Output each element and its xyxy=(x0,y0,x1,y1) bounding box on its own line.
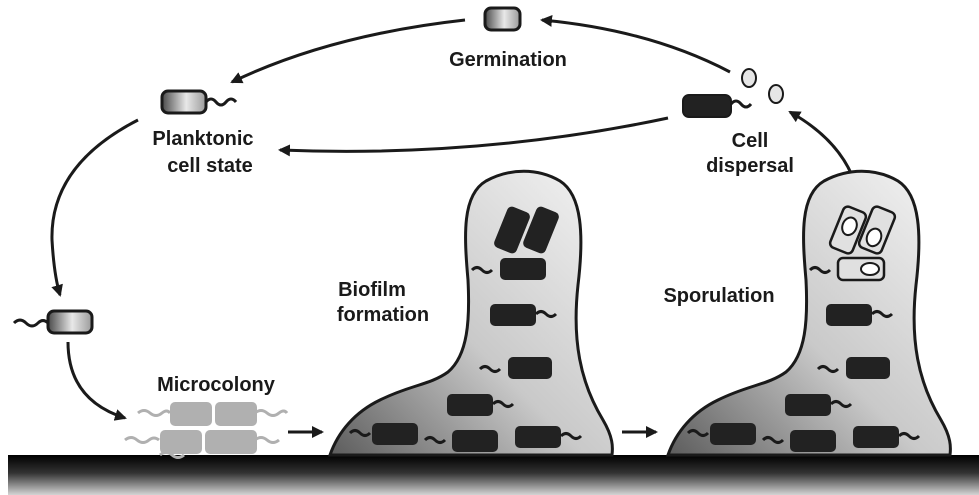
germination-label: Germination xyxy=(449,49,567,71)
biofilm-label-line1: Biofilm xyxy=(338,279,406,301)
biofilm-label-line2: formation xyxy=(337,304,429,326)
dispersal-cell-icon xyxy=(683,95,751,117)
arrow-planktonic-to-attached-icon xyxy=(52,120,138,295)
spore-icon xyxy=(769,85,783,103)
flagellum-icon xyxy=(731,101,751,107)
cell-dispersal-label-line2: dispersal xyxy=(706,155,794,177)
microcolony-label: Microcolony xyxy=(157,374,276,396)
microcolony-cell-bodies xyxy=(160,402,257,454)
planktonic-cell-icon xyxy=(162,91,236,113)
arrow-attached-to-microcolony-icon xyxy=(68,342,125,418)
substrate-surface xyxy=(8,455,979,495)
spore-icon xyxy=(861,263,879,275)
attached-cell-icon xyxy=(14,311,92,333)
germinating-cell-icon xyxy=(485,8,520,30)
flagellum-icon xyxy=(206,99,236,105)
arrow-germination-to-planktonic-icon xyxy=(232,20,465,82)
planktonic-label-line2: cell state xyxy=(167,155,253,177)
flagellum-icon xyxy=(14,320,48,326)
sporulation-label: Sporulation xyxy=(663,285,774,307)
cell-dispersal-label-line1: Cell xyxy=(732,130,769,152)
arrow-dispersal-to-planktonic-icon xyxy=(280,118,668,151)
planktonic-label-line1: Planktonic xyxy=(152,128,253,150)
spore-icon xyxy=(742,69,756,87)
arrow-spore-to-germination-icon xyxy=(542,20,730,72)
